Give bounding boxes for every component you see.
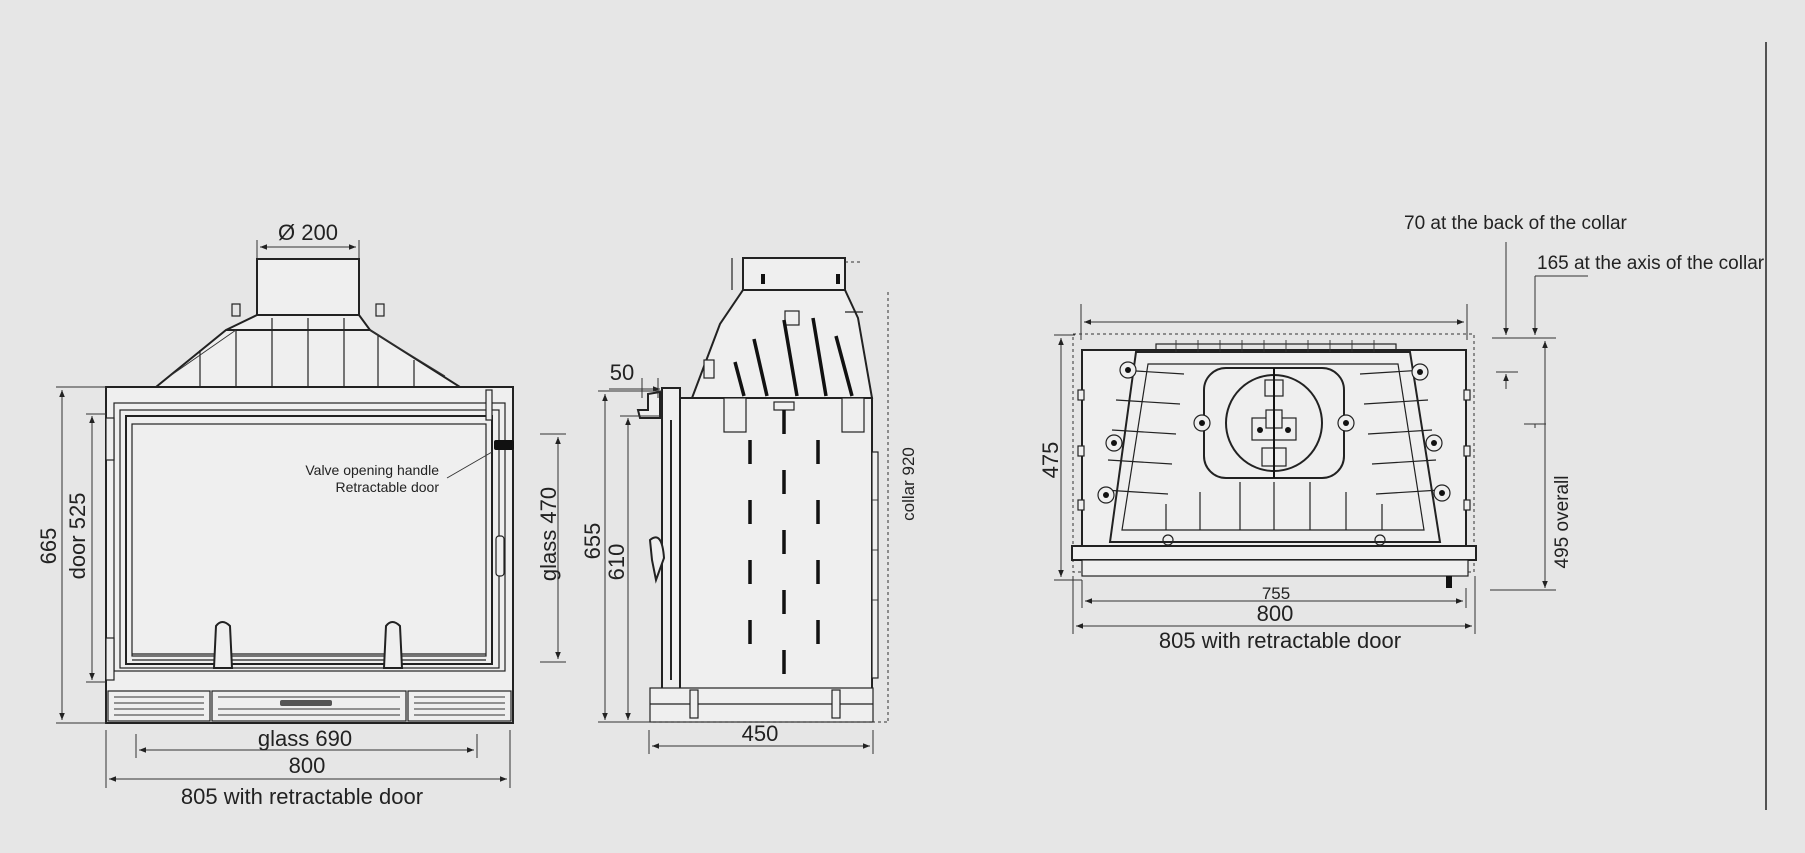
front-glass-width-label: glass 690 xyxy=(258,726,352,751)
top-width-label: 800 xyxy=(1257,601,1294,626)
top-view xyxy=(1054,242,1588,634)
side-inner-height-label: 610 xyxy=(604,544,629,581)
retractable-door-note: Retractable door xyxy=(335,479,439,495)
front-width-with-door-label: 805 with retractable door xyxy=(181,784,423,809)
side-body xyxy=(679,397,873,702)
top-depth-label: 475 xyxy=(1038,442,1063,479)
side-hood xyxy=(690,289,874,399)
axis-of-collar-label: 165 at the axis of the collar xyxy=(1537,253,1765,274)
valve-handle-icon xyxy=(494,440,514,450)
side-depth-label: 450 xyxy=(742,721,779,746)
top-overall-label: 495 overall xyxy=(1552,476,1573,569)
front-glass xyxy=(125,415,493,665)
front-overall-height-label: 665 xyxy=(36,528,61,565)
top-inner-width-label: 755 xyxy=(1262,584,1290,603)
side-height-label: 655 xyxy=(580,523,605,560)
front-view xyxy=(56,240,566,788)
front-body xyxy=(105,386,514,724)
front-width-label: 800 xyxy=(289,753,326,778)
front-andiron-right xyxy=(382,621,404,669)
side-view xyxy=(598,257,889,754)
front-andiron-left xyxy=(212,621,234,669)
valve-opening-handle-note: Valve opening handle xyxy=(305,462,439,478)
front-glass-height-label: glass 470 xyxy=(536,487,561,581)
back-of-collar-label: 70 at the back of the collar xyxy=(1404,213,1628,234)
top-width-with-door-label: 805 with retractable door xyxy=(1159,628,1401,653)
side-collar-height-label: collar 920 xyxy=(899,447,918,521)
side-collar xyxy=(742,257,846,291)
front-collar xyxy=(256,258,360,316)
side-vent-slots xyxy=(748,410,820,674)
front-collar-diameter-label: Ø 200 xyxy=(278,220,338,245)
side-door-depth-label: 50 xyxy=(610,360,634,385)
front-door-height-label: door 525 xyxy=(65,493,90,580)
